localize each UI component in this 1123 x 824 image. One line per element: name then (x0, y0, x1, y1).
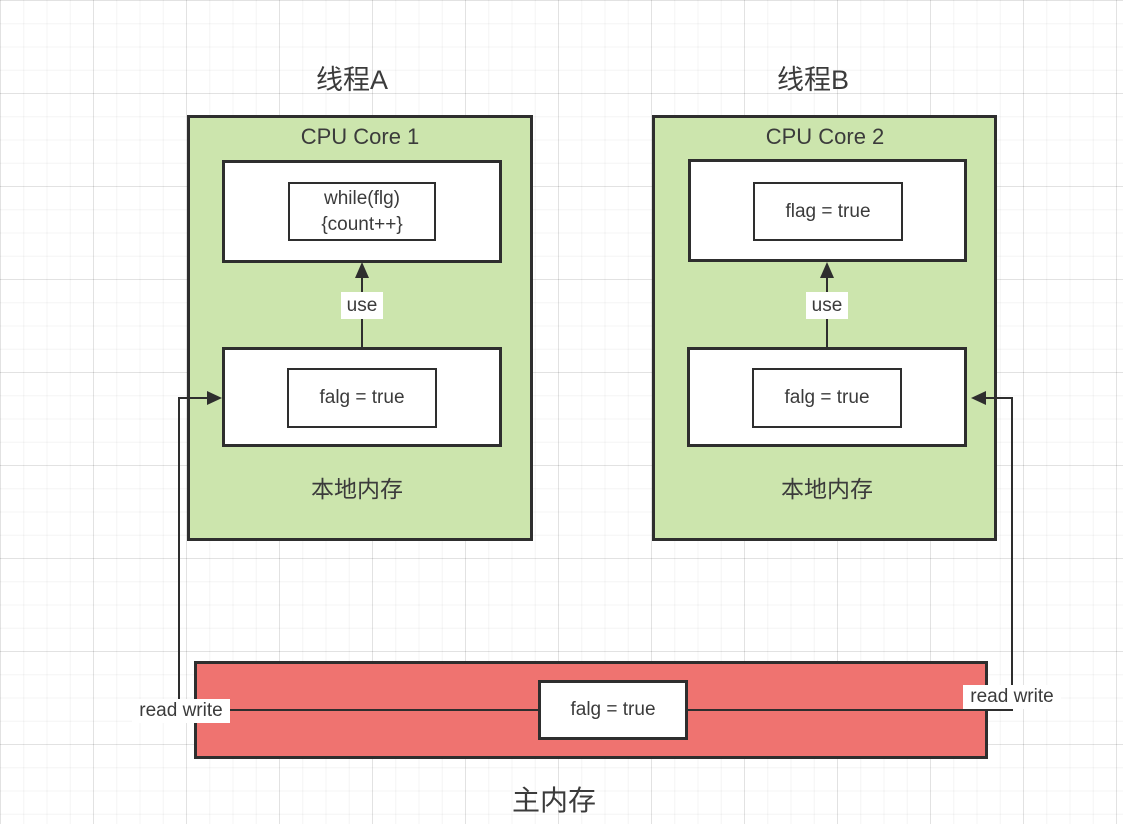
thread-b-local-memory-label: 本地内存 (781, 476, 873, 502)
cpu-core-1-label: CPU Core 1 (300, 124, 420, 149)
cpu-core-2-label: CPU Core 2 (765, 124, 885, 149)
main-memory-label: 主内存 (511, 785, 596, 816)
read-write-label-left: read write (132, 699, 230, 723)
read-write-label-right: read write (963, 685, 1061, 709)
thread-a-title: 线程A (315, 64, 388, 95)
thread-a-use-label: use (341, 292, 383, 319)
thread-a-code-line1: while(flg) (323, 187, 401, 209)
thread-a-code-box: while(flg) {count++} (288, 182, 436, 241)
thread-a-code-line2: {count++} (321, 213, 403, 235)
thread-a-code-text: while(flg) {count++} (321, 186, 402, 237)
thread-b-use-label: use (806, 292, 848, 319)
thread-a-local-var-box: falg = true (287, 368, 437, 428)
thread-a-local-memory-label: 本地内存 (311, 476, 403, 502)
thread-b-title: 线程B (776, 64, 849, 95)
thread-b-flag-box: flag = true (753, 182, 903, 241)
main-memory-var-box: falg = true (538, 680, 688, 740)
thread-b-local-var-box: falg = true (752, 368, 902, 428)
